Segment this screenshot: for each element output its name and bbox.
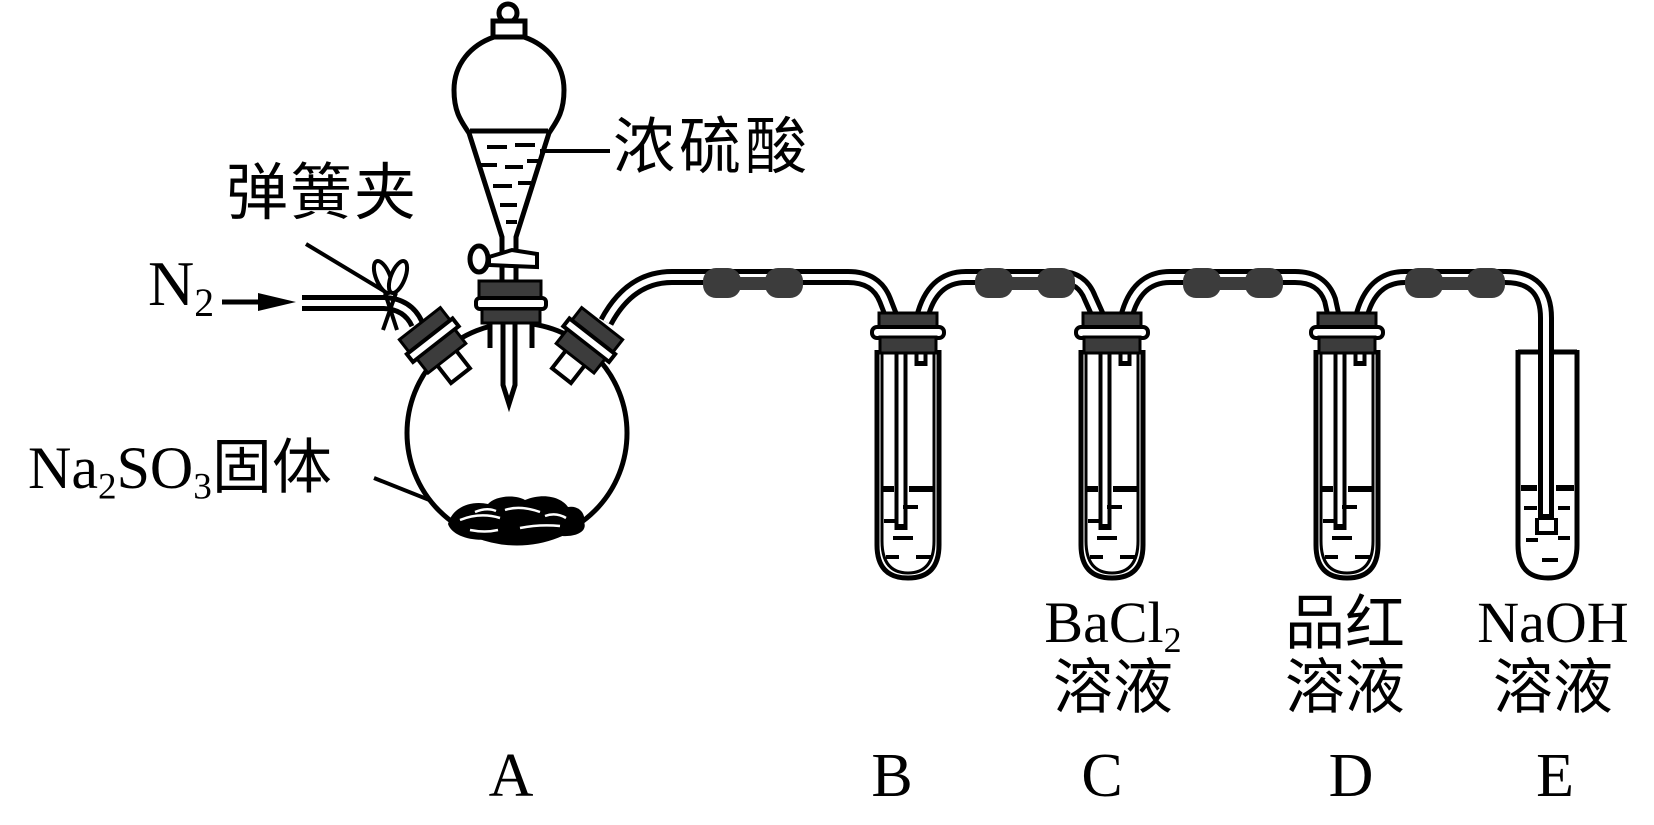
separating-funnel	[451, 1, 567, 283]
n2-arrow	[222, 293, 296, 311]
tube-c-liquid	[1085, 486, 1139, 559]
tube-d-stopper	[1309, 311, 1385, 355]
na2so3-solid	[448, 496, 585, 542]
letter-e: E	[1536, 742, 1574, 810]
tube-e-solution-label-line2: 溶液	[1493, 655, 1613, 721]
tube-b-liquid	[881, 486, 935, 559]
tube-b-inner-wall	[880, 350, 936, 575]
funnel-stem-tip	[500, 320, 518, 413]
rubber-connector-1	[703, 268, 803, 298]
tube-d-inner-wall	[1319, 350, 1375, 575]
rubber-connector-2	[975, 268, 1075, 298]
glass-tubes	[598, 269, 1554, 520]
test-tube-b	[870, 311, 946, 581]
letter-a: A	[488, 742, 534, 810]
tube-d-body	[1313, 350, 1381, 581]
flask-left-stopper	[397, 305, 473, 386]
flask-right-stopper	[549, 305, 625, 386]
tube-b-body	[874, 350, 942, 581]
tube-d-liquid	[1320, 486, 1374, 559]
test-tube-d	[1309, 311, 1385, 581]
tube-c-body	[1078, 350, 1146, 581]
tube-c-stopper	[1074, 311, 1150, 355]
tube-e-solution-label-line1: NaOH	[1477, 590, 1629, 655]
spring-clamp-leader-line	[304, 242, 391, 296]
acid-label: 浓硫酸	[613, 114, 812, 182]
letter-c: C	[1081, 742, 1123, 810]
test-tube-c	[1074, 311, 1150, 581]
solid-texture	[459, 506, 567, 533]
tube-c-solution-label-line2: 溶液	[1053, 655, 1173, 721]
tube-b-stopper	[870, 311, 946, 355]
funnel-liquid-dashes	[480, 143, 542, 224]
tube-e-inlet-foot	[1535, 518, 1558, 535]
stopcock-handle	[467, 243, 491, 275]
letter-d: D	[1328, 742, 1374, 810]
tube-e-liquid	[1521, 485, 1574, 562]
spring-clamp-label: 弹簧夹	[226, 160, 419, 228]
letter-b: B	[871, 742, 913, 810]
spring-clamp	[371, 259, 410, 331]
tube-c-inner-wall	[1084, 350, 1140, 575]
tube-c-solution-label-line1: BaCl2	[1044, 590, 1182, 661]
three-neck-flask	[397, 279, 630, 546]
rubber-connector-3	[1183, 268, 1283, 298]
flask-center-stopper	[474, 279, 548, 325]
rubber-connector-4	[1405, 268, 1505, 298]
n2-label: N2	[148, 248, 215, 326]
solid-label: Na2SO3固体	[28, 435, 332, 508]
tube-d-solution-label-line1: 品红	[1285, 591, 1405, 657]
stopcock-body	[487, 247, 539, 270]
tube-d-solution-label-line2: 溶液	[1285, 655, 1405, 721]
